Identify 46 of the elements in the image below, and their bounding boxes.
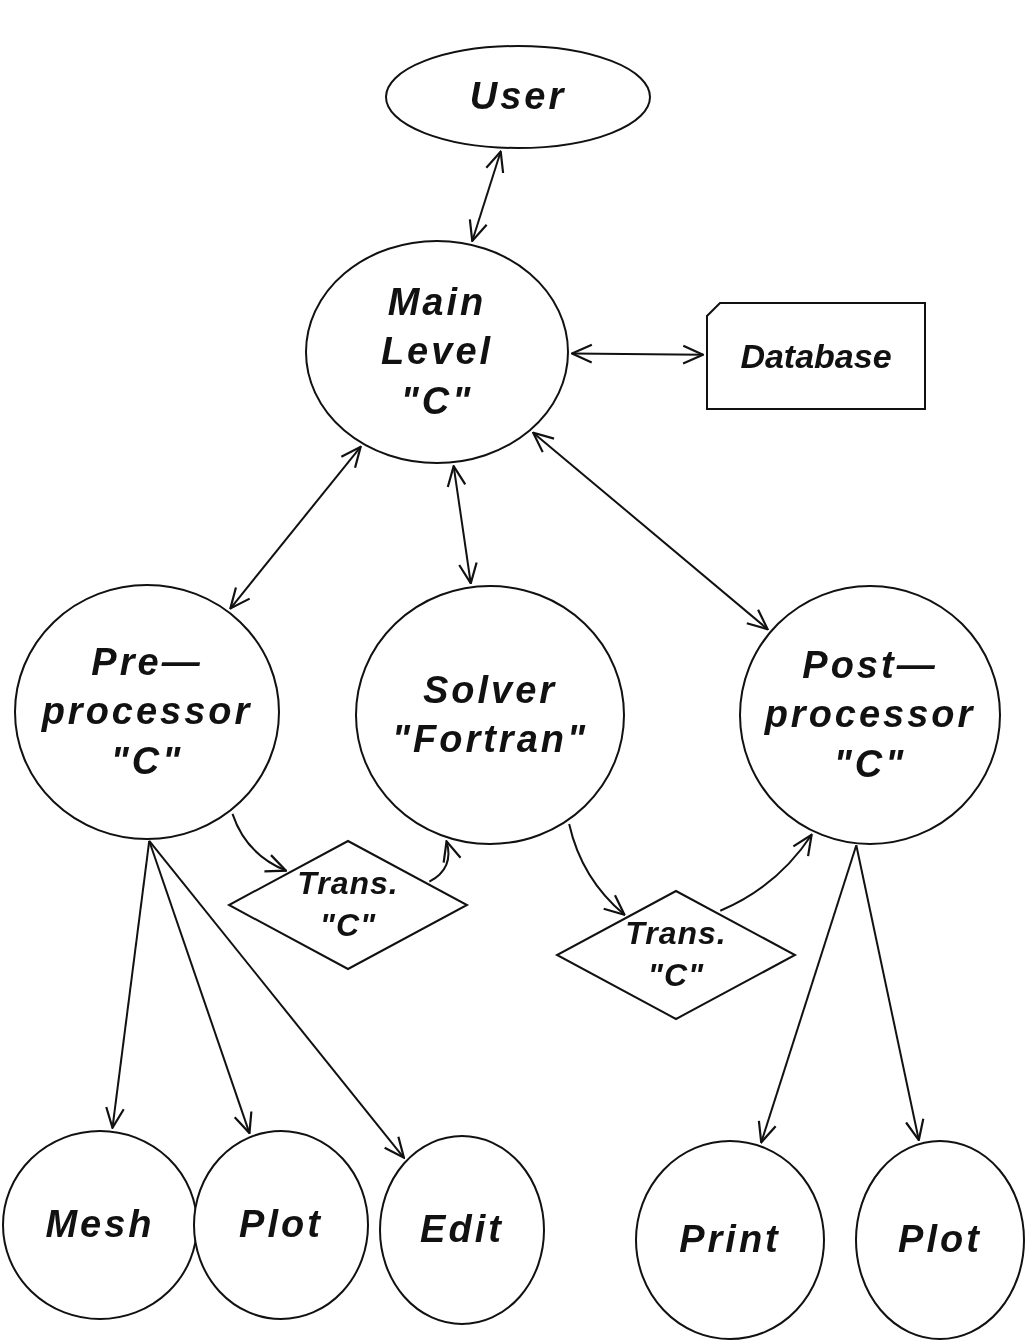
arrow: [446, 465, 478, 585]
node-label: Print: [679, 1217, 781, 1263]
arrow: [229, 445, 362, 610]
circle-node: [379, 1135, 545, 1325]
node-label: User: [469, 74, 567, 120]
node-label: Trans.: [297, 864, 399, 904]
arrow: [428, 840, 461, 883]
data-store-box: [706, 302, 926, 410]
ellipse-node: [385, 45, 651, 149]
circle-node: [355, 585, 625, 845]
node-label: Database: [740, 335, 892, 377]
node-label: Edit: [420, 1207, 504, 1253]
arrow: [568, 822, 626, 916]
circle-node: [305, 240, 569, 464]
node-label: Plot: [898, 1217, 982, 1263]
node-label: Trans.: [625, 914, 727, 954]
node-label: Pre— processor: [40, 639, 254, 735]
circle-node: [2, 1130, 198, 1320]
arrow: [105, 840, 151, 1129]
node-label: Plot: [239, 1202, 323, 1248]
node-label: Main Level: [379, 279, 495, 375]
node-label: "C": [110, 738, 184, 784]
circle-node: [635, 1140, 825, 1340]
node-label: "C": [647, 956, 705, 995]
arrow: [719, 833, 813, 912]
circle-node: [739, 585, 1001, 845]
decision-diamond: [228, 840, 468, 970]
node-label: "Fortran": [391, 717, 588, 762]
arrow: [148, 840, 253, 1135]
arrow: [570, 343, 705, 365]
node-label: "C": [833, 741, 907, 787]
circle-node: [193, 1130, 369, 1320]
arrow: [231, 812, 288, 872]
circle-node: [855, 1140, 1025, 1340]
node-label: Mesh: [45, 1202, 155, 1248]
circle-node: [14, 584, 280, 840]
arrow: [148, 840, 405, 1159]
arrow: [855, 844, 925, 1142]
arrow: [532, 431, 769, 631]
node-label: "C": [319, 906, 377, 945]
arrow: [468, 150, 505, 243]
decision-diamond: [556, 890, 796, 1020]
node-label: Solver: [422, 667, 558, 713]
node-label: "C": [400, 378, 474, 424]
arrow: [757, 844, 858, 1144]
node-label: Post— processor: [763, 642, 977, 738]
